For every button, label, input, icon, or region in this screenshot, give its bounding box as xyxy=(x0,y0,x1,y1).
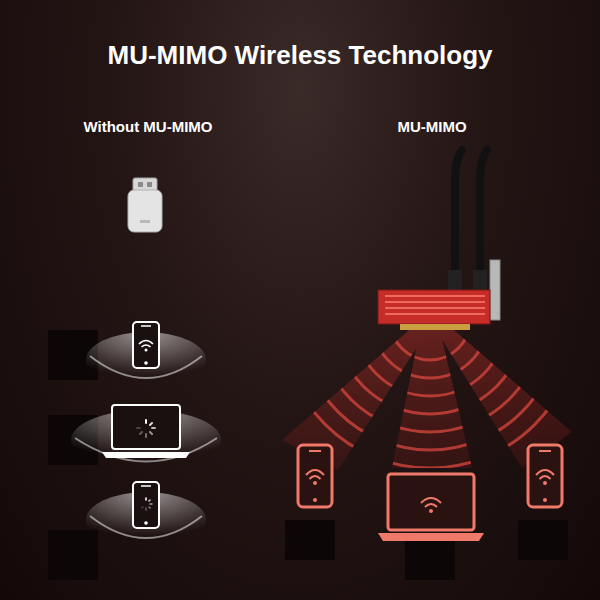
signal-beams xyxy=(270,172,590,480)
usb-dongle xyxy=(128,178,162,232)
column-heading: Without MU-MIMO xyxy=(84,118,213,135)
signal-glow xyxy=(71,332,221,548)
phone-icon xyxy=(133,322,159,368)
phone-icon xyxy=(298,445,332,507)
pcie-card xyxy=(378,150,500,330)
laptop-icon xyxy=(378,474,484,541)
laptop-icon xyxy=(102,405,190,458)
phone-icon xyxy=(133,482,159,528)
phone-icon xyxy=(528,445,562,507)
title: MU-MIMO Wireless Technology xyxy=(108,40,493,71)
column-heading: MU-MIMO xyxy=(397,118,466,135)
